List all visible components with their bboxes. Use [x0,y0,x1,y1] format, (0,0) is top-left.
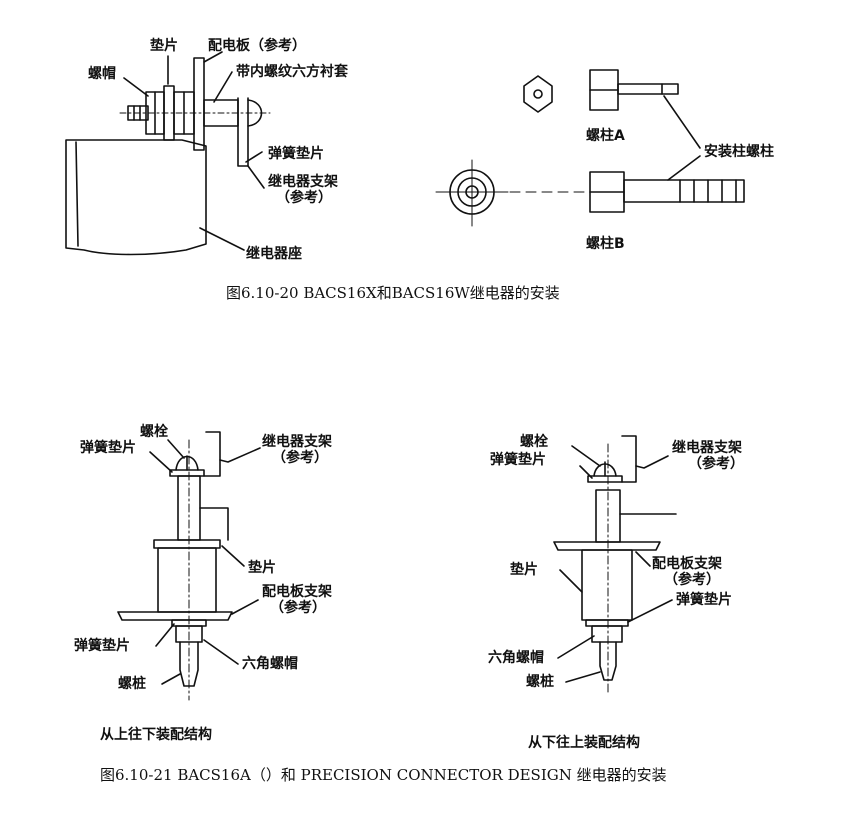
hex-nut-hole [533,89,543,99]
relay-bracket-shape [237,97,249,167]
stud-a-shaft [617,83,679,95]
label-relay-bracket-left: 继电器支架 [262,434,332,450]
leader-board [203,51,223,63]
top-down-assembly-drawing [117,431,261,701]
caption-figure-6-10-21: 图6.10-21 BACS16A（）和 PRECISION CONNECTOR … [100,766,667,784]
leader-mount-stud-a [663,95,701,149]
leader-bracket-r [635,455,669,469]
leader-hex-r [557,635,595,659]
label-stud-a: 螺柱A [586,128,625,144]
leader-sw-top-l [149,451,173,473]
label-relay-bracket: 继电器支架 [268,174,338,190]
leader-bushing [213,71,233,103]
label-spring-washer-top-right: 弹簧垫片 [490,452,546,468]
label-spring-washer-bottom-right: 弹簧垫片 [676,592,732,608]
board-bracket-left [117,611,233,621]
label-nut: 螺帽 [88,66,116,82]
label-relay-bracket-ref-left: （参考） [272,450,328,466]
spring-washer-top-left [169,469,205,477]
label-board-bracket-right: 配电板支架 [652,556,722,572]
side-tab-left [199,507,229,541]
label-hex-nut-right: 六角螺帽 [488,650,544,666]
leader-nut [123,77,149,97]
label-bolt-left: 螺栓 [140,424,168,440]
leader-hex-l [203,639,239,665]
label-board-bracket-left: 配电板支架 [262,584,332,600]
leader-mount-stud-b [667,155,701,181]
label-pad: 垫片 [150,38,178,54]
leader-spring-washer [245,151,263,163]
label-spring-washer-top-left: 弹簧垫片 [80,440,136,456]
board-bracket-right [553,541,661,551]
label-relay-bracket-ref: （参考） [276,190,332,206]
label-bolt-right: 螺栓 [520,434,548,450]
leader-pad-r [559,569,583,593]
leader-sw-bottom-r [627,599,673,623]
label-hex-bushing: 带内螺纹六方衬套 [236,64,348,80]
leader-bolt-l [167,439,185,459]
label-relay-bracket-right: 继电器支架 [672,440,742,456]
leader-relay-base [199,227,245,251]
spring-washer-top-right [587,475,623,483]
leader-relay-bracket [247,165,265,189]
leader-stud-l [161,673,181,685]
label-hex-nut-left: 六角螺帽 [242,656,298,672]
lower-body-left [157,547,217,613]
leader-stud-r [565,671,601,683]
leader-board-l [231,599,259,615]
bottom-up-assembly-drawing [553,435,677,693]
leader-bolt-r [571,445,601,467]
subtitle-bottom-up: 从下往上装配结构 [528,735,640,751]
hex-nut-right [591,625,623,643]
leader-sw-bottom-l [155,623,175,647]
relay-base-shape [65,139,207,256]
relay-bracket-right [621,435,637,483]
relay-base-inner-line [75,141,79,247]
label-stud-right: 螺桩 [526,674,554,690]
label-board-bracket-ref-right: （参考） [664,572,720,588]
pad-left [153,539,221,549]
label-stud-left: 螺桩 [118,676,146,692]
label-board-bracket-ref-left: （参考） [270,600,326,616]
label-spring-washer: 弹簧垫片 [268,146,324,162]
label-relay-base: 继电器座 [246,246,302,262]
relay-bracket-left [203,431,221,477]
label-mount-stud: 安装柱螺柱 [704,144,774,160]
stud-b-shaft [623,179,745,203]
spring-washer-bottom-right [585,619,629,627]
label-relay-bracket-ref-right: （参考） [688,456,744,472]
label-distribution-board: 配电板（参考） [208,38,306,54]
hex-nut-front [523,75,553,113]
subtitle-top-down: 从上往下装配结构 [100,727,212,743]
leader-pad-l [221,545,245,567]
label-stud-b: 螺柱B [586,236,625,252]
label-pad-right: 垫片 [510,562,538,578]
leader-board-r [635,551,651,567]
label-spring-washer-bottom-left: 弹簧垫片 [74,638,130,654]
distribution-board-plate [193,57,205,151]
label-pad-left: 垫片 [248,560,276,576]
studs-drawing [435,69,745,227]
leader-bracket-l [219,447,261,463]
relay-mount-assembly-drawing [65,51,271,256]
leader-sw-top-r [579,465,593,479]
hex-nut-left [175,625,203,643]
caption-figure-6-10-20: 图6.10-20 BACS16X和BACS16W继电器的安装 [226,284,560,302]
lower-body-right [581,549,633,621]
